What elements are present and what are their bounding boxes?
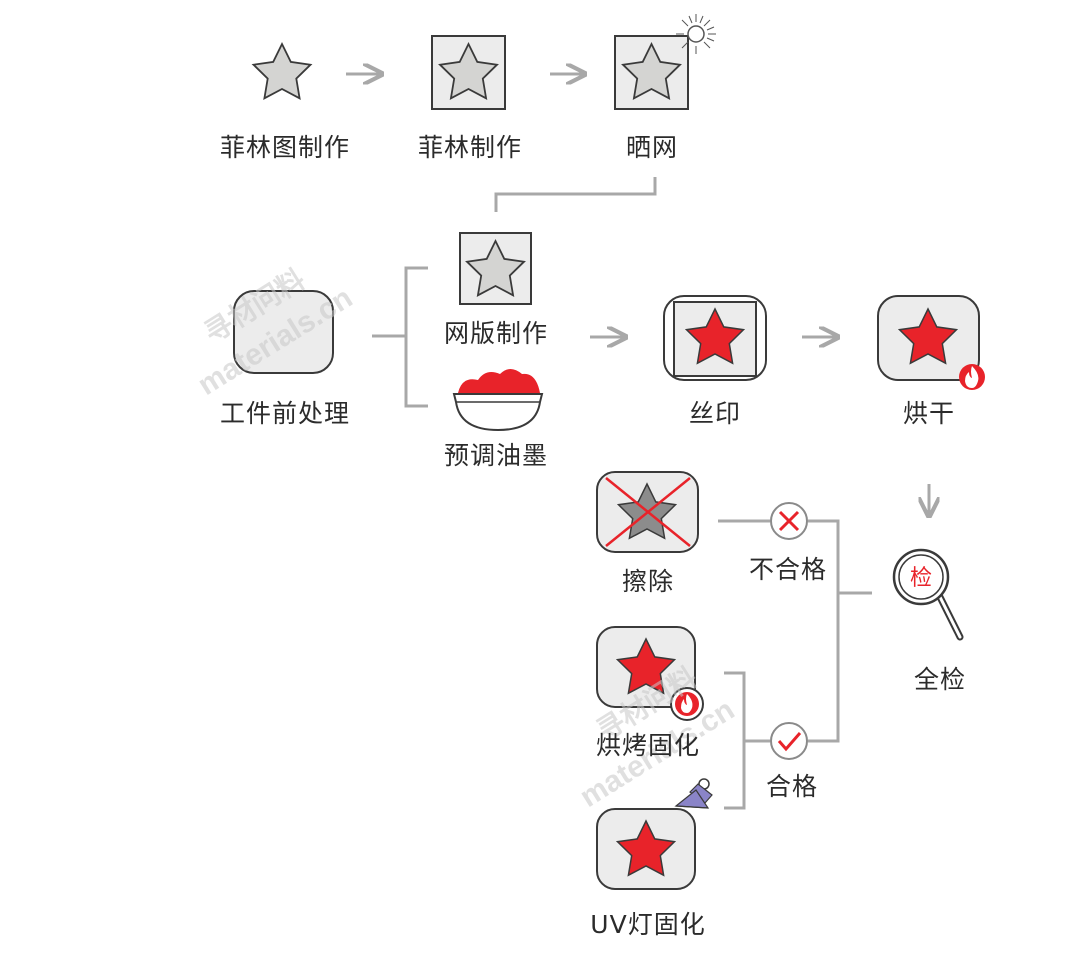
cross-icon: [770, 502, 808, 540]
connector-pretreat-bracket: [404, 266, 428, 408]
label-expose: 晒网: [625, 133, 679, 162]
connector-cure-bracket: [724, 671, 746, 810]
uv-lamp-icon: [674, 778, 713, 809]
label-pass: 合格: [765, 772, 819, 801]
label-premix-ink: 预调油墨: [443, 441, 549, 470]
label-screen-plate: 网版制作: [443, 319, 549, 348]
label-fail: 不合格: [748, 555, 828, 584]
step-dry-icon: [877, 295, 980, 381]
step-bake-cure-icon: [596, 626, 696, 708]
connector-expose-to-plate: [494, 177, 657, 212]
label-film-drawing: 菲林图制作: [219, 133, 351, 162]
label-pretreat: 工件前处理: [219, 399, 351, 428]
magnifier-icon: [892, 548, 964, 641]
label-bake-cure: 烘烤固化: [595, 731, 701, 760]
step-expose-icon: [614, 35, 689, 110]
step-film-icon: [431, 35, 506, 110]
label-dry: 烘干: [902, 399, 956, 428]
step-screen-plate-icon: [459, 232, 532, 305]
connector-branch-vertical: [808, 519, 840, 743]
label-wipe-off: 擦除: [621, 567, 675, 596]
label-uv-cure: UV灯固化: [590, 910, 706, 939]
check-icon: [770, 722, 808, 760]
ink-bowl-icon: [452, 369, 544, 432]
step-wipe-icon: [596, 471, 699, 553]
label-inspect-all: 全检: [913, 665, 967, 694]
step-screen-print-icon: [663, 295, 767, 381]
flame-icon: [670, 687, 704, 721]
inspect-badge-text: 检: [910, 566, 932, 591]
step-uv-cure-icon: [596, 808, 696, 890]
step-film-drawing-icon: [252, 43, 312, 100]
sun-burst-icon: [676, 14, 716, 54]
label-screen-print: 丝印: [688, 399, 742, 428]
flame-icon: [959, 364, 985, 390]
step-pretreat-icon: [233, 290, 334, 374]
label-film: 菲林制作: [417, 133, 523, 162]
